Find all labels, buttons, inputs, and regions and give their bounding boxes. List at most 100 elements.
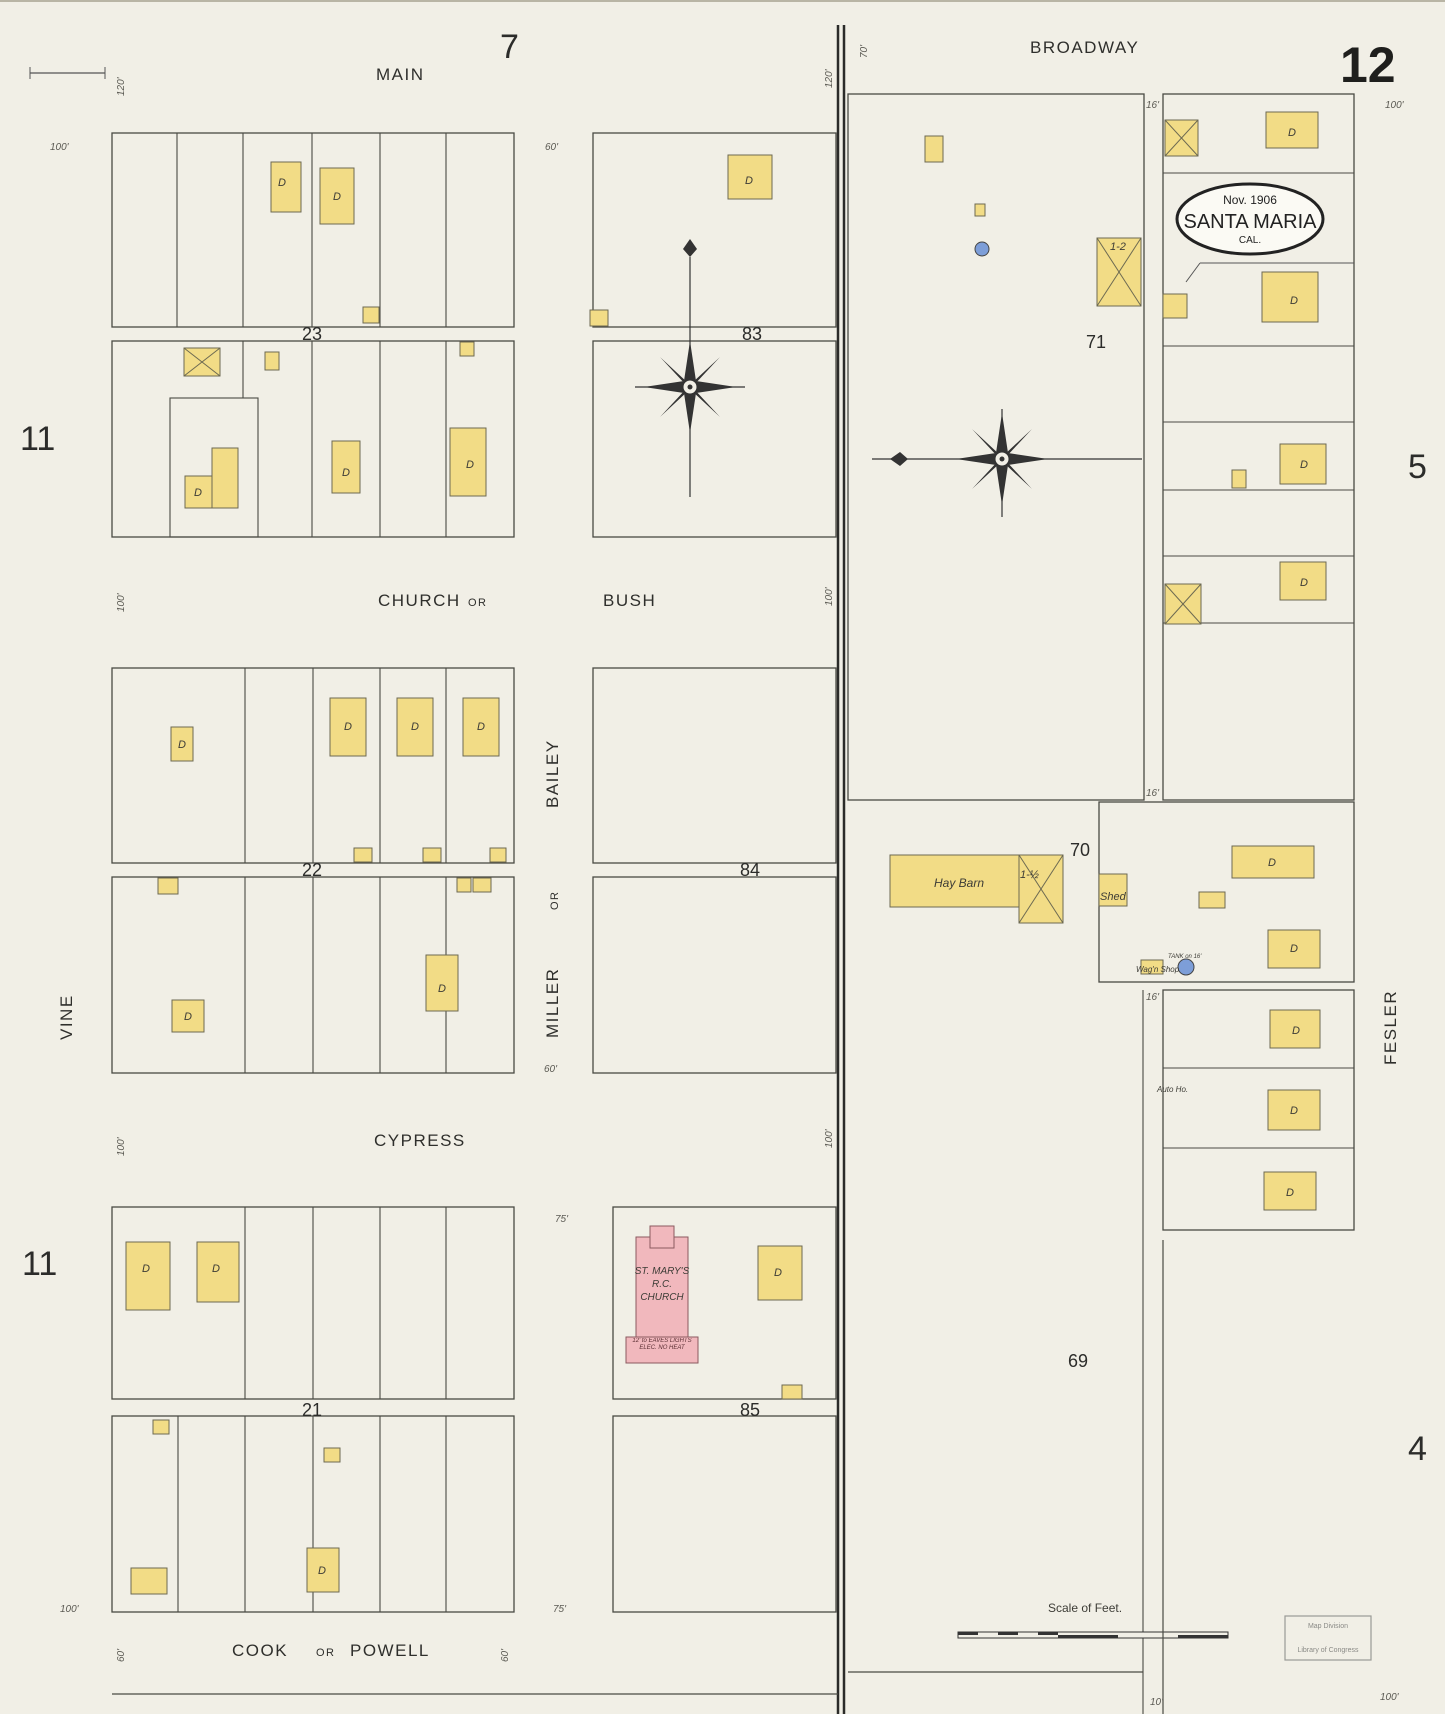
dwelling-mark: D [466,459,474,471]
block-21 [111,1206,515,1613]
title-city: SANTA MARIA [1184,211,1318,233]
wagon-shop-label: Wag'n Shop [1136,965,1180,974]
block-number-85: 85 [740,1400,760,1420]
dimension-main-right: 120' [824,68,835,88]
street-label-fesler: FESLER [1381,990,1400,1065]
dimension-cypress-right: 100' [824,1128,835,1148]
block-22 [111,667,515,1074]
dwelling-mark: D [1268,857,1276,869]
dwelling-mark: D [411,721,419,733]
block-number-21: 21 [302,1400,322,1420]
dimension-east-alley-mid: 16' [1146,788,1160,799]
adjacent-sheet-left-upper: 11 [20,420,55,458]
stamp-line1: Map Division [1308,1623,1348,1630]
dimension-cook-left: 60' [116,1648,127,1662]
block-23 [111,132,515,538]
dwelling-mark: D [438,983,446,995]
dwelling-mark: D [178,739,186,751]
street-label-vine: VINE [57,994,76,1040]
title-state: CAL. [1239,235,1261,246]
street-label-bailey: BAILEY [543,739,562,808]
dwelling-mark: D [1290,943,1298,955]
block-number-83: 83 [742,324,762,344]
dwelling-mark: D [194,487,202,499]
dwelling-mark: D [1300,577,1308,589]
street-label-church: CHURCH [378,591,461,610]
dwelling-mark: D [278,177,286,189]
block-number-71: 71 [1086,332,1106,352]
shed-label: Shed [1100,891,1127,903]
auto-house-label: Auto Ho. [1156,1085,1188,1094]
block-number-69: 69 [1068,1351,1088,1371]
hay-barn-height-label: 1-½ [1020,869,1039,881]
adjacent-sheet-left-lower: 11 [22,1245,57,1283]
dimension-top-right: 100' [1385,100,1405,111]
east-compass-icon [872,409,1142,517]
dwelling-mark: D [333,191,341,203]
church-sub2-label: CHURCH [640,1292,684,1303]
dwelling-mark: D [1290,295,1298,307]
block-84 [592,667,837,1074]
title-cartouche: Nov. 1906 SANTA MARIA CAL. [1175,182,1354,283]
dwelling-mark: D [1286,1187,1294,1199]
street-label-or-1: OR [468,597,488,609]
block-71 [847,93,1355,801]
dimension-miller: 60' [544,1064,558,1075]
railroad-line [836,25,846,1714]
top-scale-mark [29,67,106,79]
church-note-label: 12' to EAVES LIGHTS ELEC. NO HEAT [632,1338,692,1351]
adjacent-sheet-top: 7 [500,28,519,66]
dwelling-mark: D [212,1263,220,1275]
church-sub1-label: R.C. [652,1279,672,1290]
street-label-or-3: OR [316,1647,336,1659]
dimension-bush-right: 100' [824,586,835,606]
dwelling-mark: D [342,467,350,479]
street-label-or-2: OR [549,891,561,911]
dimension-bottom-middle: 75' [553,1604,567,1615]
street-label-main: MAIN [376,65,425,84]
dimension-east-alley-low: 16' [1146,992,1160,1003]
street-label-cypress: CYPRESS [374,1131,466,1150]
block-number-23: 23 [302,324,322,344]
dimension-bottom-right: 100' [1380,1692,1400,1703]
dwelling-mark: D [318,1565,326,1577]
dimension-cypress-left: 100' [116,1136,127,1156]
dimension-upper-middle: 60' [545,142,559,153]
dimension-east-alley-top: 16' [1146,100,1160,111]
dimension-bottom-left: 100' [60,1604,80,1615]
dimension-church-left: 100' [116,592,127,612]
north-arrow-icon [635,239,745,497]
block-70 [889,801,1355,983]
dwelling-mark: D [477,721,485,733]
sheet-number: 12 [1340,37,1396,93]
street-label-cook: COOK [232,1641,288,1660]
dimension-cook-right: 60' [500,1648,511,1662]
dwelling-mark: D [774,1267,782,1279]
block-69 [1142,929,1355,1714]
dimension-top-left: 100' [50,142,70,153]
street-label-powell: POWELL [350,1641,430,1660]
adjacent-sheet-right-lower: 4 [1408,1430,1427,1468]
block-number-70: 70 [1070,840,1090,860]
library-stamp: Map Division Library of Congress [1284,1615,1372,1661]
scale-title: Scale of Feet. [1048,1601,1122,1615]
dwelling-mark: D [142,1263,150,1275]
block-83 [589,132,837,538]
dimension-east-alley-bottom: 10' [1150,1697,1164,1708]
dimension-church-lot: 75' [555,1214,569,1225]
tank-label: TANK on 16' [1168,954,1202,960]
street-label-miller: MILLER [543,968,562,1038]
title-date: Nov. 1906 [1223,193,1277,207]
barn-height-label: 1-2 [1110,241,1126,253]
dimension-main-left: 120' [116,76,127,96]
block-85 [612,1206,837,1613]
church-name-label: ST. MARY'S [635,1266,690,1277]
dwelling-mark: D [745,175,753,187]
scale-of-feet: Scale of Feet. [957,1601,1229,1639]
church-building: ST. MARY'S R.C. CHURCH 12' to EAVES LIGH… [625,1225,699,1364]
dwelling-mark: D [184,1011,192,1023]
hay-barn-label: Hay Barn [934,876,984,890]
dwelling-mark: D [344,721,352,733]
block-number-22: 22 [302,860,322,880]
